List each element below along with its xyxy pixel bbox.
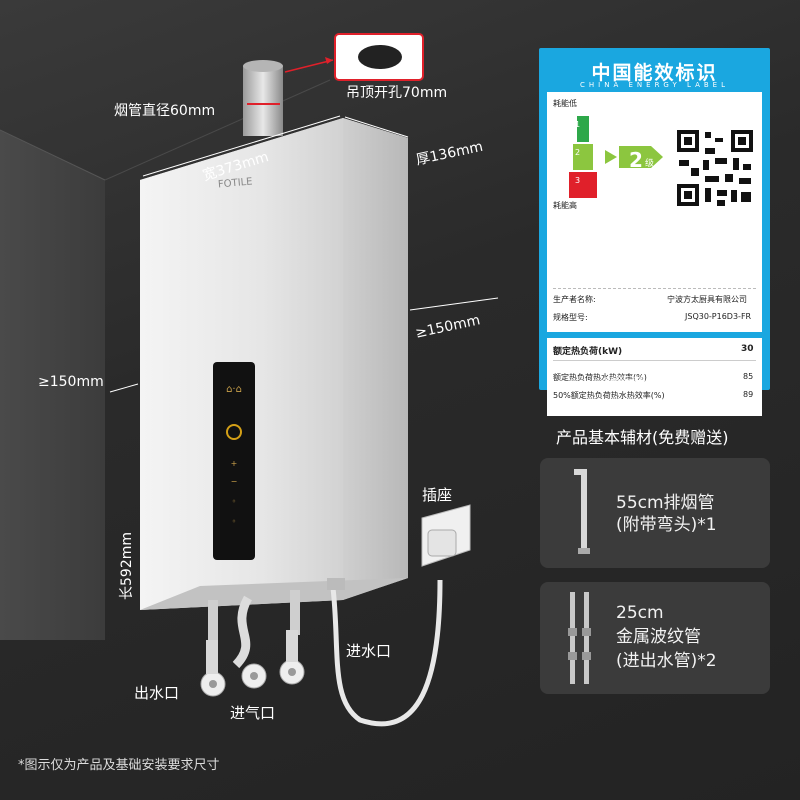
svg-text:−: − bbox=[231, 477, 238, 486]
svg-text:◦: ◦ bbox=[232, 517, 237, 526]
energy-grade: 2 bbox=[629, 148, 643, 172]
svg-text:⌂·⌂: ⌂·⌂ bbox=[226, 384, 242, 395]
flue-pipe-icon bbox=[574, 469, 590, 554]
accessory-1-line1: 55cm排烟管 bbox=[616, 493, 715, 513]
water-in-label: 进水口 bbox=[346, 642, 392, 660]
manufacturer-label: 生产者名称: bbox=[553, 295, 596, 304]
rated-load-value: 30 bbox=[741, 344, 754, 354]
svg-text:◦: ◦ bbox=[232, 497, 237, 506]
accessories-heading: 产品基本辅材(免费赠送) bbox=[556, 428, 729, 447]
water-out-label: 出水口 bbox=[134, 684, 180, 702]
socket-label: 插座 bbox=[422, 486, 453, 504]
qr-code-icon bbox=[675, 128, 755, 208]
corrugated-hose-icon bbox=[568, 592, 591, 684]
gas-in-label: 进气口 bbox=[230, 704, 276, 722]
left-wall bbox=[0, 130, 105, 640]
model-label: 规格型号: bbox=[553, 313, 588, 322]
model-value: JSQ30-P16D3-FR bbox=[685, 312, 752, 321]
length-label: 长592mm bbox=[119, 532, 135, 600]
rated-load-label: 额定热负荷(kW) bbox=[553, 347, 623, 357]
energy-grade-suffix: 级 bbox=[645, 159, 655, 169]
eff-half-value: 89 bbox=[743, 390, 754, 399]
accessory-2-line2: 金属波纹管 bbox=[616, 627, 701, 647]
power-ring bbox=[226, 424, 242, 440]
flue-diameter-label: 烟管直径60mm bbox=[114, 103, 216, 119]
energy-low-label: 耗能低 bbox=[553, 99, 577, 108]
energy-label-title: 中国能效标识 bbox=[591, 62, 718, 84]
manufacturer-value: 宁波方太厨具有限公司 bbox=[667, 295, 747, 304]
level-1: 1 bbox=[575, 120, 581, 129]
accessory-1-line2: (附带弯头)*1 bbox=[616, 515, 717, 535]
standard-note: 依据国家标准: GB 20665-2015 bbox=[603, 376, 706, 384]
accessory-2-line1: 25cm bbox=[616, 603, 664, 623]
accessory-card-hose: 25cm 金属波纹管 (进出水管)*2 bbox=[540, 582, 770, 694]
eff-full-label: 额定热负荷热水热效率(%) bbox=[553, 373, 647, 382]
clearance-left-label: ≥150mm bbox=[38, 374, 104, 390]
footnote: *图示仅为产品及基础安装要求尺寸 bbox=[18, 758, 220, 773]
energy-grade-bars bbox=[569, 116, 663, 198]
energy-label: 中国能效标识 CHINA ENERGY LABEL 耗能低 1 2 3 2 级 … bbox=[539, 48, 770, 416]
eff-half-label: 50%额定热负荷热水热效率(%) bbox=[553, 391, 665, 400]
energy-label-subtitle: CHINA ENERGY LABEL bbox=[580, 81, 729, 89]
eff-full-value: 85 bbox=[743, 372, 754, 381]
control-panel bbox=[213, 362, 255, 560]
level-2: 2 bbox=[575, 148, 581, 157]
flue-pipe bbox=[243, 66, 283, 136]
heater-side bbox=[343, 118, 408, 600]
svg-text:+: + bbox=[231, 459, 238, 468]
energy-high-label: 耗能高 bbox=[553, 201, 577, 210]
level-3: 3 bbox=[575, 176, 581, 185]
accessory-card-flue: 55cm排烟管 (附带弯头)*1 bbox=[540, 458, 770, 568]
accessory-2-line3: (进出水管)*2 bbox=[616, 651, 717, 671]
ceiling-hole-label: 吊顶开孔70mm bbox=[346, 85, 448, 101]
